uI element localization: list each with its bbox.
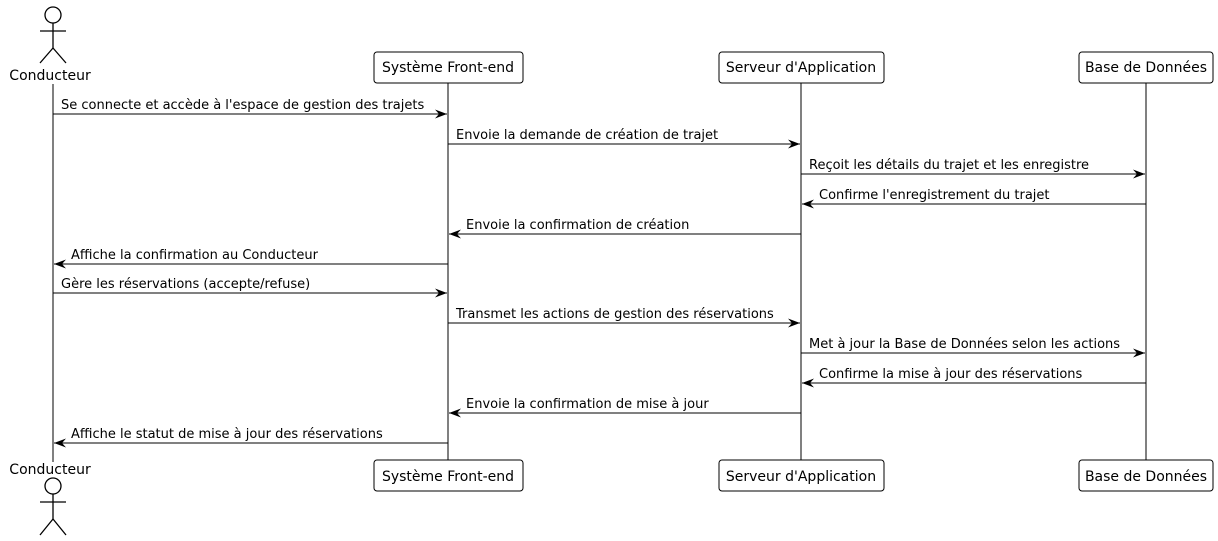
participant-label: Serveur d'Application — [726, 60, 876, 76]
message-label: Confirme la mise à jour des réservations — [819, 367, 1083, 382]
actor-head — [44, 477, 62, 495]
participant-label: Base de Données — [1085, 469, 1207, 485]
message-3: Reçoit les détails du trajet et les enre… — [801, 158, 1145, 179]
message-2: Envoie la demande de création de trajet — [448, 128, 800, 149]
participant-serveur-top: Serveur d'Application — [718, 51, 885, 84]
participant-serveur-bottom: Serveur d'Application — [718, 459, 885, 492]
arrowhead — [1133, 169, 1145, 179]
message-4: Confirme l'enregistrement du trajet — [802, 188, 1146, 209]
arrowhead — [1133, 348, 1145, 358]
participant-label: Système Front-end — [382, 469, 514, 485]
participant-bdd-top: Base de Données — [1078, 51, 1214, 84]
message-label: Affiche la confirmation au Conducteur — [71, 248, 319, 263]
message-label: Envoie la demande de création de trajet — [456, 128, 718, 143]
participant-label: Base de Données — [1085, 60, 1207, 76]
actor-head — [44, 6, 62, 24]
message-11: Envoie la confirmation de mise à jour — [449, 397, 801, 418]
participant-box — [373, 459, 524, 492]
message-label: Envoie la confirmation de mise à jour — [466, 397, 709, 412]
arrowhead — [802, 199, 814, 209]
actor-label-top: Conducteur — [9, 68, 91, 84]
participant-frontend-top: Système Front-end — [373, 51, 524, 84]
arrowhead — [54, 438, 66, 448]
participant-label: Serveur d'Application — [726, 469, 876, 485]
participant-box — [1078, 51, 1214, 84]
arrowhead — [449, 229, 461, 239]
participant-bdd-bottom: Base de Données — [1078, 459, 1214, 492]
arrowhead — [788, 318, 800, 328]
arrowhead — [802, 378, 814, 388]
message-8: Transmet les actions de gestion des rése… — [448, 307, 800, 328]
message-10: Confirme la mise à jour des réservations — [802, 367, 1146, 388]
message-5: Envoie la confirmation de création — [449, 218, 801, 239]
arrowhead — [54, 259, 66, 269]
message-label: Gère les réservations (accepte/refuse) — [61, 277, 310, 292]
message-label: Confirme l'enregistrement du trajet — [819, 188, 1050, 203]
participant-box — [718, 459, 885, 492]
participant-label: Système Front-end — [382, 60, 514, 76]
arrowhead — [788, 139, 800, 149]
message-12: Affiche le statut de mise à jour des rés… — [54, 427, 448, 448]
message-9: Met à jour la Base de Données selon les … — [801, 337, 1145, 358]
actor-leg-right — [52, 47, 67, 64]
participant-frontend-bottom: Système Front-end — [373, 459, 524, 492]
actor-conducteur-bottom: Conducteur — [9, 462, 91, 536]
actor-leg-left — [39, 518, 54, 536]
message-label: Envoie la confirmation de création — [466, 218, 689, 233]
message-label: Reçoit les détails du trajet et les enre… — [809, 158, 1089, 173]
actor-leg-left — [39, 47, 54, 64]
participant-box — [373, 51, 524, 84]
arrowhead — [435, 109, 447, 119]
actor-leg-right — [52, 518, 67, 536]
message-7: Gère les réservations (accepte/refuse) — [53, 277, 447, 298]
actor-conducteur-top: Conducteur — [9, 6, 91, 84]
messages: Se connecte et accède à l'espace de gest… — [53, 98, 1146, 448]
message-1: Se connecte et accède à l'espace de gest… — [53, 98, 447, 119]
message-label: Se connecte et accède à l'espace de gest… — [61, 98, 424, 113]
participant-box — [1078, 459, 1214, 492]
actor-label-bottom: Conducteur — [9, 462, 91, 478]
message-label: Affiche le statut de mise à jour des rés… — [71, 427, 383, 442]
participant-box — [718, 51, 885, 84]
message-label: Transmet les actions de gestion des rése… — [455, 307, 774, 322]
message-6: Affiche la confirmation au Conducteur — [54, 248, 448, 269]
arrowhead — [435, 288, 447, 298]
arrowhead — [449, 408, 461, 418]
message-label: Met à jour la Base de Données selon les … — [809, 337, 1120, 352]
